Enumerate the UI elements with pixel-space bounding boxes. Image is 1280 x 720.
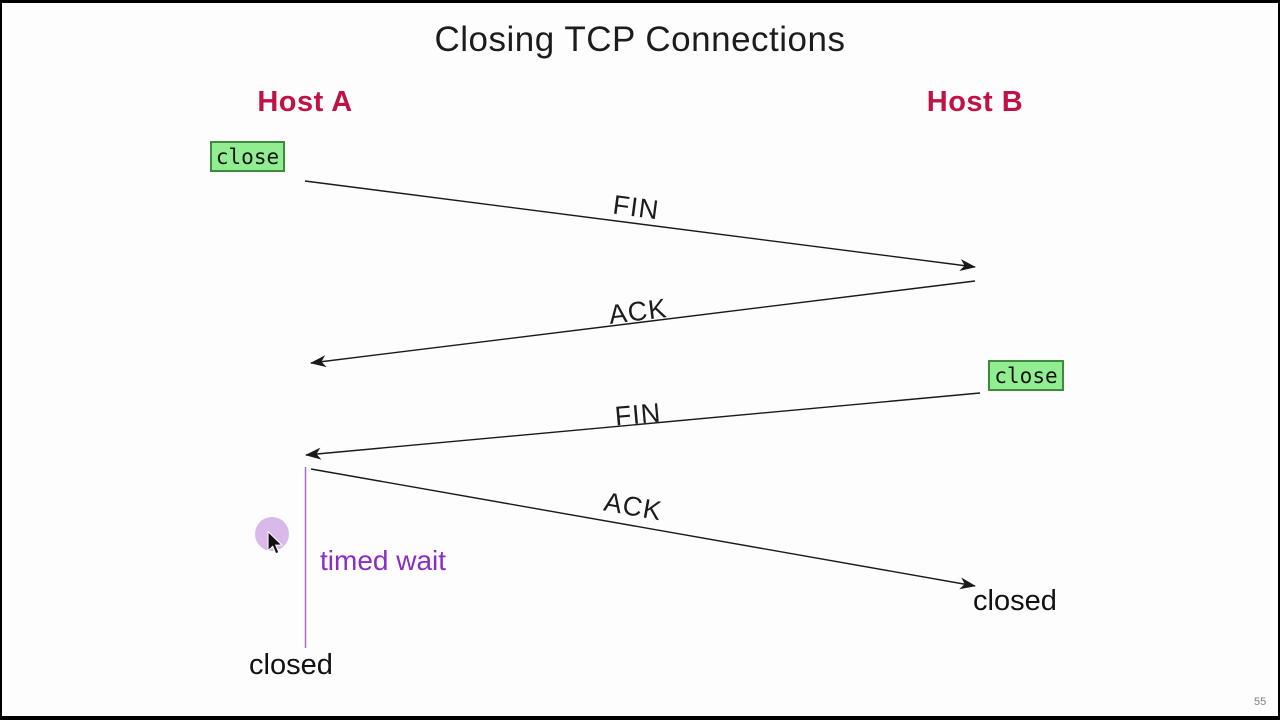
letterbox-bar-top xyxy=(0,0,1280,3)
timed-wait-label: timed wait xyxy=(320,545,447,576)
mouse-cursor-icon xyxy=(267,531,284,555)
letterbox-bar-right xyxy=(1278,0,1280,720)
ack-arrow-a-to-b xyxy=(310,468,976,590)
page-number: 55 xyxy=(1254,696,1267,708)
fin-arrow-a-to-b xyxy=(304,180,976,272)
host-a-label: Host A xyxy=(257,86,353,118)
fin-message-label-2: FIN xyxy=(613,397,663,432)
slide-title: Closing TCP Connections xyxy=(434,20,846,59)
letterbox-bar-left xyxy=(0,0,2,720)
close-event-box-host-a: close xyxy=(210,141,285,172)
close-event-label: close xyxy=(215,144,280,169)
closed-state-host-b: closed xyxy=(973,585,1057,617)
ack-arrow-b-to-a xyxy=(310,280,976,368)
host-b-label: Host B xyxy=(926,86,1024,118)
close-event-box-host-b: close xyxy=(988,360,1064,391)
letterbox-bar-bottom xyxy=(0,716,1280,720)
fin-message-label-1: FIN xyxy=(611,189,662,226)
close-event-label: close xyxy=(994,363,1058,388)
closed-state-host-a: closed xyxy=(249,649,333,681)
fin-arrow-b-to-a xyxy=(305,392,981,460)
